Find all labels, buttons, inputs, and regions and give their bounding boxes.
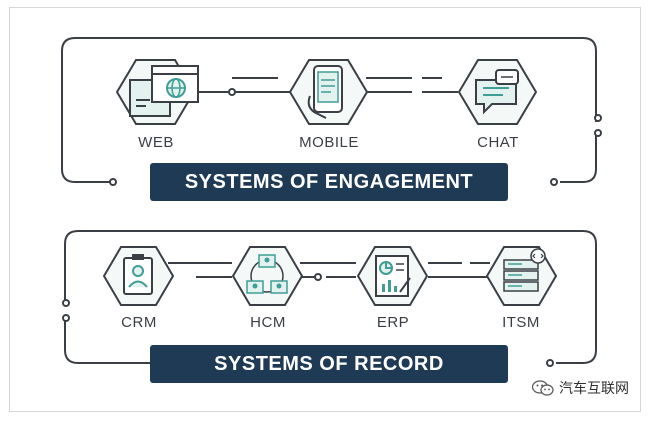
itsm-label: ITSM (502, 314, 540, 331)
mobile-label: MOBILE (299, 134, 359, 151)
crm-label: CRM (121, 314, 157, 331)
mobile-node (288, 59, 369, 125)
mobile-phone-icon (307, 65, 343, 119)
image-frame (9, 7, 641, 412)
itsm-node (485, 246, 558, 306)
chat-bubble-icon (475, 69, 519, 115)
people-network-icon (246, 254, 288, 294)
engagement-banner: SYSTEMS OF ENGAGEMENT (150, 163, 508, 201)
contact-card-icon (123, 254, 153, 295)
chat-label: CHAT (477, 134, 519, 151)
web-label: WEB (138, 134, 174, 151)
record-banner: SYSTEMS OF RECORD (150, 345, 508, 383)
crm-node (102, 246, 175, 306)
erp-label: ERP (376, 314, 410, 331)
hcm-label: HCM (250, 314, 286, 331)
erp-node (356, 246, 429, 306)
web-node (115, 59, 199, 125)
chat-node (457, 59, 538, 125)
watermark: 汽车互联网 (532, 378, 629, 398)
watermark-text: 汽车互联网 (559, 381, 629, 397)
engagement-circuit (61, 37, 597, 183)
web-browser-icon (129, 65, 199, 117)
hcm-node (231, 246, 304, 306)
server-rack-icon (503, 248, 546, 292)
wechat-logo-icon (532, 380, 554, 396)
report-chart-icon (375, 255, 411, 297)
engagement-circuit-dots (109, 88, 602, 186)
